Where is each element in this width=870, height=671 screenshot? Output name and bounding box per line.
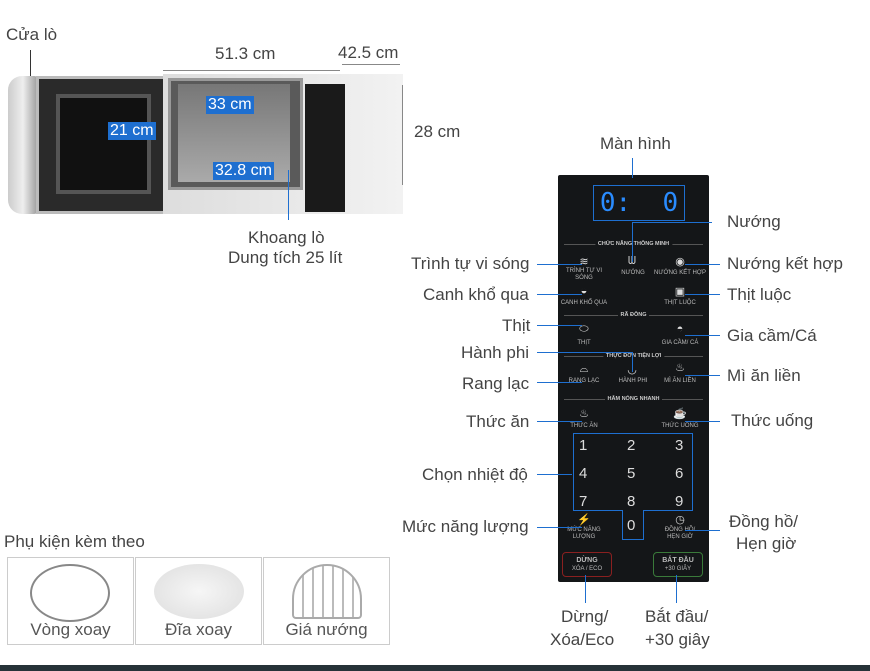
section-quick-reheat: HÂM NÓNG NHANH: [604, 396, 663, 402]
key-9[interactable]: 9: [675, 493, 684, 510]
btn-nuong-ket-hop[interactable]: NƯỚNG KẾT HỢP: [654, 270, 706, 276]
height-dimension: [402, 85, 403, 185]
cavity-pointer: [288, 170, 289, 220]
btn-gia-cam[interactable]: GIA CẦM/ CÁ: [661, 340, 699, 346]
start-button[interactable]: BẮT ĐẦU +30 GIÂY: [653, 552, 703, 577]
btn-hanh-phi[interactable]: HÀNH PHI: [618, 378, 648, 384]
noodle-bowl-icon[interactable]: ♨: [675, 362, 685, 374]
callout-gia-cam: Gia cầm/Cá: [727, 326, 817, 345]
callout-thit: Thịt: [502, 316, 531, 335]
key-1[interactable]: 1: [579, 437, 588, 454]
grill-icon[interactable]: ᗯ: [620, 255, 644, 268]
cavity-label: Khoang lò: [248, 228, 325, 247]
display-screen: 0: 0: [593, 185, 685, 221]
btn-thit[interactable]: THỊT: [577, 340, 591, 346]
callout-dung-2: Xóa/Eco: [550, 630, 615, 649]
boiled-meat-icon[interactable]: ▣: [674, 286, 686, 298]
callout-dong-ho-2: Hẹn giờ: [736, 534, 797, 553]
key-0[interactable]: 0: [627, 517, 636, 534]
meat-icon[interactable]: ⬭: [579, 323, 589, 335]
accessories-title: Phụ kiện kèm theo: [4, 532, 145, 551]
bottom-bar: [0, 665, 870, 671]
callout-chon-nhiet-do: Chọn nhiệt độ: [422, 465, 528, 484]
btn-thuc-uong[interactable]: THỨC UỐNG: [661, 423, 699, 429]
key-3[interactable]: 3: [675, 437, 684, 454]
section-defrost: RÃ ĐÔNG: [617, 312, 650, 318]
microwave-image: [8, 72, 403, 217]
cavity-height-label: 21 cm: [108, 122, 156, 140]
callout-thit-luoc: Thịt luộc: [727, 285, 792, 304]
stop-button[interactable]: DỪNG XÓA / ECO: [562, 552, 612, 577]
section-convenient-menu: THỰC ĐƠN TIỆN LỢI: [602, 353, 665, 359]
key-4[interactable]: 4: [579, 465, 588, 482]
width-dimension: [163, 70, 340, 71]
callout-nuong: Nướng: [727, 212, 781, 231]
food-pot-icon[interactable]: ♨: [579, 408, 589, 420]
btn-rang-lac[interactable]: RANG LẠC: [568, 378, 600, 384]
poultry-fish-icon[interactable]: ◓: [676, 323, 684, 335]
callout-bat-dau-2: +30 giây: [645, 630, 710, 649]
clock-icon[interactable]: ◷: [675, 514, 685, 526]
capacity-label: Dung tích 25 lít: [228, 248, 343, 267]
section-smart: CHỨC NĂNG THÔNG MINH: [594, 241, 673, 247]
height-label: 28 cm: [414, 122, 461, 141]
btn-canh-kho-qua[interactable]: CANH KHỔ QUA: [560, 300, 608, 306]
btn-mi-an-lien[interactable]: MÌ ĂN LIỀN: [664, 378, 696, 384]
depth-dimension: [342, 64, 400, 65]
key-2[interactable]: 2: [627, 437, 636, 454]
callout-thuc-an: Thức ăn: [466, 412, 530, 431]
microwave-sequence-icon[interactable]: ≋: [579, 256, 589, 268]
callout-canh-kho-qua: Canh khổ qua: [423, 285, 529, 304]
key-5[interactable]: 5: [627, 465, 636, 482]
callout-mi-an-lien: Mì ăn liền: [727, 366, 801, 385]
callout-dung-1: Dừng/: [561, 607, 609, 626]
door-pointer: [30, 50, 31, 80]
btn-nuong[interactable]: NƯỚNG: [621, 270, 645, 276]
btn-trinh-tu[interactable]: TRÌNH TỰ VI SÓNG: [565, 268, 602, 281]
power-level-icon[interactable]: ⚡: [577, 514, 591, 526]
combo-grill-icon[interactable]: ◉: [675, 256, 685, 268]
soup-bowl-icon[interactable]: ◒: [580, 285, 588, 297]
door-label: Cửa lò: [6, 25, 58, 44]
callout-hanh-phi: Hành phi: [461, 343, 530, 362]
width-label: 51.3 cm: [215, 44, 276, 63]
accessory-plate: Đĩa xoay: [135, 557, 262, 645]
key-zero-border: [622, 510, 644, 540]
callout-bat-dau-1: Bắt đầu/: [645, 607, 709, 626]
key-6[interactable]: 6: [675, 465, 684, 482]
btn-thit-luoc[interactable]: THỊT LUỘC: [664, 300, 696, 306]
btn-dong-ho[interactable]: ĐỒNG HỒ/ HẸN GIỜ: [664, 527, 696, 540]
depth-label: 42.5 cm: [338, 43, 399, 62]
accessory-ring: Vòng xoay: [7, 557, 134, 645]
drink-cup-icon[interactable]: ☕: [673, 408, 687, 420]
btn-thuc-an[interactable]: THỨC ĂN: [570, 423, 598, 429]
callout-nuong-ket-hop: Nướng kết hợp: [727, 254, 843, 273]
control-panel: 0: 0 CHỨC NĂNG THÔNG MINH ≋ TRÌNH TỰ VI …: [558, 175, 709, 582]
accessory-grill-rack: Giá nướng: [263, 557, 390, 645]
callout-muc-nang-luong: Mức năng lượng: [402, 517, 529, 536]
btn-muc-nang-luong[interactable]: MỨC NĂNG LƯỢNG: [567, 527, 601, 540]
cavity-width-label: 33 cm: [206, 96, 254, 114]
callout-thuc-uong: Thức uống: [731, 411, 814, 430]
key-8[interactable]: 8: [627, 493, 636, 510]
peanut-pan-icon[interactable]: ⌓: [579, 363, 589, 375]
display-callout: Màn hình: [600, 134, 671, 153]
callout-trinh-tu: Trình tự vi sóng: [411, 254, 530, 273]
callout-dong-ho-1: Đồng hồ/: [729, 512, 798, 531]
fried-onion-icon[interactable]: ◡: [620, 363, 644, 376]
callout-rang-lac: Rang lạc: [462, 374, 530, 393]
cavity-depth-label: 32.8 cm: [213, 162, 274, 180]
key-7[interactable]: 7: [579, 493, 588, 510]
